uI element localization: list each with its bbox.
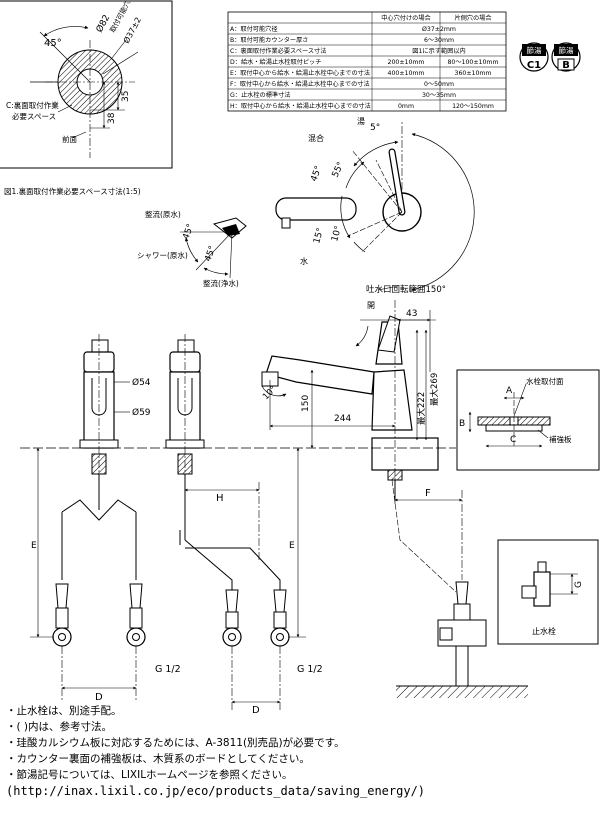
dim-e-left: E	[31, 541, 37, 551]
dim-d-middle: D	[252, 705, 260, 716]
side-dim-244: 244	[334, 414, 351, 424]
side-angle-10: 10°	[261, 384, 279, 402]
counter-b-label: B	[459, 419, 465, 429]
spec-row-label: A：取付可能穴径	[230, 25, 278, 33]
spec-row-value: 6～30mm	[424, 37, 454, 44]
spec-row-label: G：止水栓の標準寸法	[230, 91, 290, 99]
mount-hole-plan	[30, 25, 139, 158]
faucet-front-view	[79, 334, 130, 504]
faucet-side-view	[261, 300, 439, 504]
side-dim-43: 43	[406, 309, 417, 319]
spec-row-value: 360±10mm	[455, 70, 492, 77]
side-dim-222: 最大222	[416, 392, 427, 425]
spec-row-value: 図1に示す範囲以内	[412, 47, 465, 55]
side-dim-150: 150	[301, 395, 311, 412]
top-angle-15: 15°	[312, 227, 326, 245]
saving-badge-b: 節湯 B	[551, 42, 581, 72]
note-line: ・止水栓は、別途手配。	[6, 705, 122, 717]
spec-row-label: H：取付中心から給水・給湯止水栓中心までの寸法	[230, 102, 371, 110]
side-dim-269: 最大269	[429, 373, 440, 406]
valve-label: 止水栓	[532, 626, 556, 636]
spec-row-label: C：裏面取付作業必要スペース寸法	[230, 47, 326, 55]
note-line: ・( )内は、参考寸法。	[6, 721, 113, 733]
top-angle-10: 10°	[330, 225, 344, 243]
pipes-middle	[179, 447, 306, 712]
spec-col-header: 中心穴付けの場合	[381, 14, 431, 22]
svg-text:節湯: 節湯	[559, 45, 574, 55]
spec-table-frame	[227, 11, 507, 112]
spec-col-header: 片側穴の場合	[454, 14, 491, 22]
note-line: ・節湯記号については、LIXILホームページを参照ください。	[6, 769, 293, 781]
faucet-front-view-2	[165, 334, 205, 504]
svg-text:B: B	[562, 60, 570, 71]
spec-row-value: 120～150mm	[452, 103, 494, 110]
spray-angle-a: 45°	[181, 223, 196, 241]
front-dia-54: Ø54	[132, 377, 151, 388]
counter-a-label: A	[506, 386, 513, 396]
inset-front-label: 前面	[62, 134, 77, 144]
svg-text:節湯: 節湯	[527, 45, 542, 55]
top-view-diagram	[275, 120, 475, 292]
spec-row-value: 0mm	[398, 103, 414, 110]
note-line: ・カウンター裏面の補強板は、木質系のボードとしてください。	[6, 753, 310, 765]
counter-detail-box	[456, 369, 600, 471]
spec-row-label: B：取付可能カウンター厚さ	[230, 36, 309, 44]
top-mix-label: 混合	[308, 133, 324, 143]
dim-d-left: D	[95, 692, 103, 703]
fitting-g12-middle: G 1/2	[297, 664, 323, 675]
spray-seiryu-jou: 整流(浄水)	[203, 278, 239, 288]
top-angle-5: 5°	[370, 123, 380, 133]
inset-dim-35: 35	[121, 91, 131, 102]
note-line: ・珪酸カルシウム板に対応するためには、A-3811(別売品)が必要です。	[6, 737, 345, 749]
pipes-right	[391, 479, 528, 698]
spec-table: 中心穴付けの場合 片側穴の場合 A：取付可能穴径 Ø37±2mmB：取付可能カウンター…	[227, 11, 507, 112]
spray-detail	[180, 217, 247, 279]
top-angle-45: 45°	[309, 165, 324, 183]
counter-top-label: 水栓取付面	[526, 376, 564, 386]
spray-shower-gen: シャワー(原水)	[137, 250, 188, 260]
spec-row-value: 0～50mm	[424, 81, 454, 88]
inset-dia-hole: Ø37±2	[121, 15, 143, 45]
valve-dim-g: G	[574, 581, 584, 588]
saving-badge-c1: 節湯 C1	[519, 42, 549, 72]
inset-note-c: C:裏面取付作業	[6, 100, 59, 110]
pipes-left	[30, 447, 146, 700]
spec-row-value: 400±10mm	[388, 70, 425, 77]
top-water-label: 水	[300, 256, 308, 266]
spec-row-label: F：取付中心から給水・給湯止水栓中心までの寸法	[230, 80, 370, 88]
svg-text:C1: C1	[527, 60, 541, 71]
dim-e-middle: E	[289, 541, 295, 551]
spec-row-label: D：給水・給湯止水栓取付ピッチ	[230, 58, 321, 66]
top-hot-label: 湯	[357, 116, 365, 126]
inset-box: 45° Ø82 取付可能穴 Ø37±2 35 38 C:裏面取付作業 必要スペー…	[0, 0, 173, 196]
spec-row-value: 200±10mm	[388, 59, 425, 66]
inset-dim-38: 38	[107, 112, 117, 124]
inset-note-c2: 必要スペース	[12, 111, 56, 121]
counter-c-label: C	[510, 435, 516, 445]
front-dia-59: Ø59	[132, 407, 151, 418]
notes-block: ・止水栓は、別途手配。 ・( )内は、参考寸法。 ・珪酸カルシウム板に対応するた…	[6, 703, 596, 799]
counter-plate-label: 補強板	[549, 434, 572, 444]
note-url: (http://inax.lixil.co.jp/eco/products_da…	[6, 784, 426, 798]
fitting-g12-left: G 1/2	[155, 664, 181, 675]
spec-row-label: E：取付中心から給水・給湯止水栓中心までの寸法	[230, 69, 370, 77]
spray-angle-b: 45°	[203, 245, 218, 263]
spec-row-value: 80～100±10mm	[448, 59, 499, 66]
dim-h: H	[216, 493, 224, 504]
spec-row-value: Ø37±2mm	[422, 25, 456, 33]
side-open-label: 開	[367, 301, 375, 310]
inset-caption: 図1.裏面取付作業必要スペース寸法(1:5)	[4, 186, 141, 196]
dim-f: F	[425, 488, 431, 499]
spec-row-value: 30～35mm	[422, 92, 456, 99]
inset-angle-label: 45°	[44, 38, 62, 49]
top-angle-55: 55°	[331, 161, 347, 180]
valve-detail-box	[497, 539, 599, 645]
top-spout-range: 吐水口回転範囲150°	[366, 284, 446, 295]
spray-seiryu-gen: 整流(原水)	[145, 209, 181, 219]
